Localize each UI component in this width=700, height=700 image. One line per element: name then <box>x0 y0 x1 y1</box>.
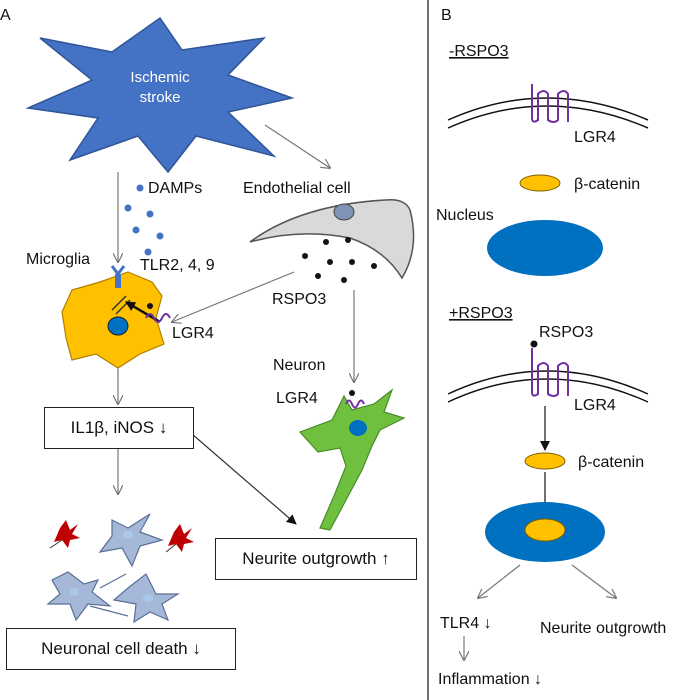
rspo3-dots <box>302 237 377 283</box>
microglia-cell <box>61 265 171 369</box>
neuron-cluster-nuclei <box>69 531 153 602</box>
minus-rspo3-label: -RSPO3 <box>449 43 509 60</box>
neuronal-death-box: Neuronal cell death ↓ <box>6 628 236 670</box>
arrow-stroke-to-endothelial <box>264 124 330 168</box>
rspo3-ligand <box>530 340 538 348</box>
plus-rspo3-label: +RSPO3 <box>449 305 513 322</box>
rspo3-label-a: RSPO3 <box>272 291 326 308</box>
lgr4-label-microglia: LGR4 <box>172 325 214 342</box>
stroke-label-line2: stroke <box>140 89 181 106</box>
arrow-il1b-to-neurite <box>191 433 297 525</box>
lgr4-label-top: LGR4 <box>574 129 616 146</box>
endothelial-cell <box>249 198 415 280</box>
dead-cell-1 <box>49 520 80 549</box>
bcatenin-in-nucleus <box>524 518 566 542</box>
lgr4-receptor-microglia <box>145 313 171 323</box>
bcatenin-top <box>519 174 561 192</box>
endothelial-cell-label: Endothelial cell <box>243 180 351 197</box>
neurite-label-b: Neurite outgrowth <box>540 620 666 637</box>
arrow-nucleus-to-tlr4 <box>478 564 521 598</box>
il1b-inos-box: IL1β, iNOS ↓ <box>44 407 194 449</box>
lgr4-receptor-neuron <box>345 399 365 409</box>
lgr4-label-bottom: LGR4 <box>574 397 616 414</box>
lgr4-receptor-bottom <box>531 348 569 397</box>
tlr-label: TLR2, 4, 9 <box>140 257 215 274</box>
damps-label: DAMPs <box>148 180 202 197</box>
dead-cell-2 <box>165 524 194 553</box>
tlr-receptor-icon <box>110 265 126 288</box>
lgr4-receptor-top <box>531 84 569 123</box>
neurite-outgrowth-box: Neurite outgrowth ↑ <box>215 538 417 580</box>
neuron-nucleus <box>349 420 367 436</box>
neuron-label: Neuron <box>273 357 325 374</box>
bcatenin-bottom <box>524 452 566 470</box>
panel-b-letter: B <box>441 7 452 24</box>
endothelial-nucleus <box>333 203 355 221</box>
bcatenin-label-top: β-catenin <box>574 176 640 193</box>
arrow-rspo3-to-microglia <box>172 271 295 322</box>
tlr4-label: TLR4 ↓ <box>440 615 492 632</box>
ischemic-stroke-star: Ischemic stroke <box>25 16 295 174</box>
neuron-green <box>298 388 406 531</box>
microglia-label: Microglia <box>26 251 90 268</box>
microglia-nucleus <box>107 316 129 336</box>
stroke-label-line1: Ischemic <box>130 69 190 86</box>
inflammation-label: Inflammation ↓ <box>438 671 542 688</box>
lgr4-label-neuron: LGR4 <box>276 390 318 407</box>
bcatenin-label-bottom: β-catenin <box>578 454 644 471</box>
arrow-nucleus-to-neurite <box>571 564 616 598</box>
nucleus-label: Nucleus <box>436 207 494 224</box>
rspo3-label-b: RSPO3 <box>539 324 593 341</box>
nucleus-top <box>487 220 603 276</box>
panel-a-letter: A <box>0 7 11 24</box>
damps-dots <box>124 184 164 256</box>
